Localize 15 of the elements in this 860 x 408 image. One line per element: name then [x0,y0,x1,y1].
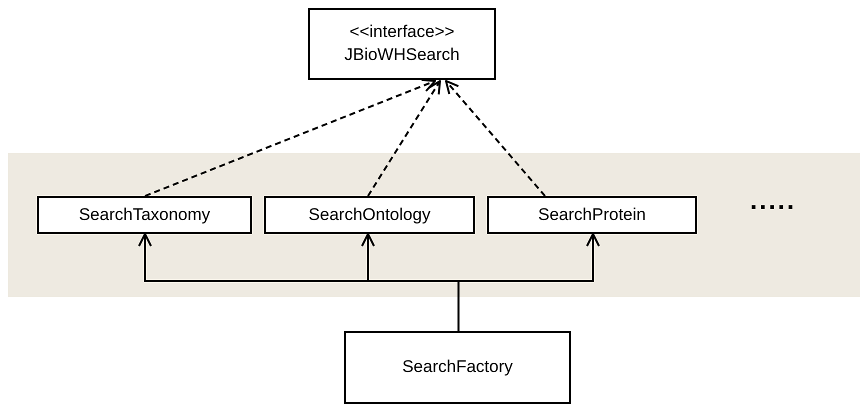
class-box [37,196,252,234]
class-label: SearchOntology [308,204,430,226]
realization-arrow [367,80,441,197]
class-label: SearchTaxonomy [78,204,210,226]
interface-box [308,8,496,80]
ellipsis-label: ..... [750,185,796,216]
class-label: <<interface>> [350,21,454,44]
class-label: SearchFactory [402,356,513,378]
class-box [344,331,571,404]
class-box [264,196,475,234]
class-box [487,196,697,234]
realization-arrow [445,80,546,197]
class-label: JBioWHSearch [344,44,460,66]
realization-arrow [144,78,436,197]
class-label: SearchProtein [538,204,646,226]
